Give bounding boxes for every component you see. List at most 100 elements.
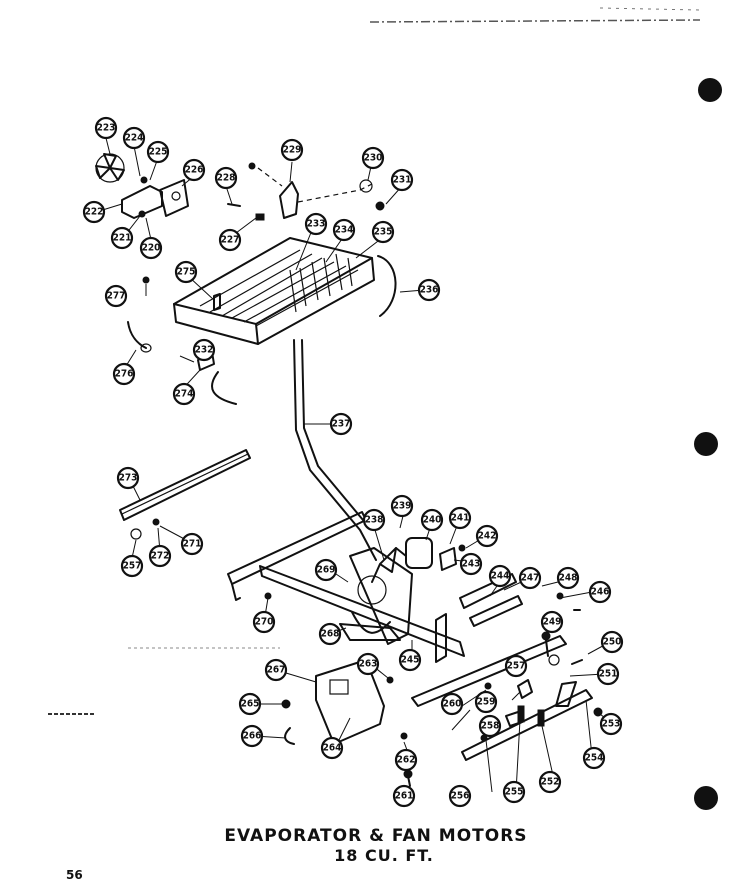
- callout-247: 247: [518, 566, 542, 590]
- svg-text:227: 227: [221, 235, 240, 246]
- svg-text:256: 256: [451, 791, 470, 802]
- svg-text:236: 236: [420, 285, 439, 296]
- callout-238: 238: [362, 508, 386, 532]
- svg-text:226: 226: [185, 165, 204, 176]
- svg-text:257: 257: [507, 661, 526, 672]
- callout-231: 231: [390, 168, 414, 192]
- callout-255: 255: [502, 780, 526, 804]
- callout-236: 236: [417, 278, 441, 302]
- callout-246: 246: [588, 580, 612, 604]
- callout-233: 233: [304, 212, 328, 236]
- callout-228: 228: [214, 166, 238, 190]
- svg-text:231: 231: [393, 175, 412, 186]
- parts-drawing: [95, 153, 603, 787]
- callout-269: 269: [314, 558, 338, 582]
- callout-234: 234: [332, 218, 356, 242]
- svg-text:253: 253: [602, 719, 621, 730]
- motor-bracket-part: [121, 185, 163, 219]
- page-number: 56: [66, 868, 83, 882]
- svg-text:230: 230: [364, 153, 383, 164]
- callout-277: 277: [104, 284, 128, 308]
- svg-text:245: 245: [401, 655, 420, 666]
- svg-text:276: 276: [115, 369, 134, 380]
- binder-hole-middle: [694, 432, 718, 456]
- callout-222: 222: [82, 200, 106, 224]
- callout-243: 243: [459, 552, 483, 576]
- callout-232: 232: [192, 338, 216, 362]
- tubing-part: [293, 339, 377, 561]
- callout-262: 262: [394, 748, 418, 772]
- svg-text:237: 237: [332, 419, 351, 430]
- callout-240: 240: [420, 508, 444, 532]
- svg-text:232: 232: [195, 345, 214, 356]
- callout-224: 224: [122, 126, 146, 150]
- fan-bracket-part: [279, 181, 299, 219]
- callout-263: 263: [356, 652, 380, 676]
- callout-245: 245: [398, 648, 422, 672]
- callout-254: 254: [582, 746, 606, 770]
- svg-text:277: 277: [107, 291, 126, 302]
- svg-text:223: 223: [97, 123, 116, 134]
- fan-blade-part: [95, 153, 125, 183]
- diagram-subtitle: 18 CU. FT.: [334, 846, 434, 865]
- svg-text:246: 246: [591, 587, 610, 598]
- svg-text:225: 225: [149, 147, 168, 158]
- callout-272: 272: [148, 544, 172, 568]
- callout-227: 227: [218, 228, 242, 252]
- svg-text:233: 233: [307, 219, 326, 230]
- callout-261: 261: [392, 784, 416, 808]
- svg-text:248: 248: [559, 573, 578, 584]
- callout-257-rail: 257: [120, 554, 144, 578]
- motor-part: [159, 179, 189, 217]
- callout-252: 252: [538, 770, 562, 794]
- callout-274: 274: [172, 382, 196, 406]
- svg-text:259: 259: [477, 697, 496, 708]
- callout-244: 244: [488, 564, 512, 588]
- svg-text:228: 228: [217, 173, 236, 184]
- callout-221: 221: [110, 226, 134, 250]
- callout-275: 275: [174, 260, 198, 284]
- svg-text:221: 221: [113, 233, 132, 244]
- svg-text:274: 274: [175, 389, 194, 400]
- evaporator-part: [173, 237, 397, 405]
- svg-text:243: 243: [462, 559, 481, 570]
- callout-250: 250: [600, 630, 624, 654]
- callout-264: 264: [320, 736, 344, 760]
- svg-text:255: 255: [505, 787, 524, 798]
- callout-260: 260: [440, 692, 464, 716]
- fan-motor-part: [371, 537, 466, 583]
- callout-257-frame: 257: [504, 654, 528, 678]
- svg-text:269: 269: [317, 565, 336, 576]
- svg-text:222: 222: [85, 207, 104, 218]
- callout-237: 237: [329, 412, 353, 436]
- svg-text:262: 262: [397, 755, 416, 766]
- svg-text:250: 250: [603, 637, 622, 648]
- callout-251: 251: [596, 662, 620, 686]
- callout-235: 235: [371, 220, 395, 244]
- callout-271: 271: [180, 532, 204, 556]
- scan-artifacts: [48, 7, 722, 810]
- callout-273: 273: [116, 466, 140, 490]
- svg-text:252: 252: [541, 777, 560, 788]
- svg-text:238: 238: [365, 515, 384, 526]
- svg-text:257: 257: [123, 561, 142, 572]
- rail-part: [119, 449, 251, 540]
- callout-248: 248: [556, 566, 580, 590]
- svg-text:244: 244: [491, 571, 510, 582]
- svg-text:263: 263: [359, 659, 378, 670]
- callout-230: 230: [361, 146, 385, 170]
- svg-text:254: 254: [585, 753, 604, 764]
- svg-text:241: 241: [451, 513, 470, 524]
- diagram-title: EVAPORATOR & FAN MOTORS: [224, 826, 528, 846]
- callout-267: 267: [264, 658, 288, 682]
- svg-text:249: 249: [543, 617, 562, 628]
- svg-text:265: 265: [241, 699, 260, 710]
- svg-text:234: 234: [335, 225, 354, 236]
- callout-220: 220: [139, 236, 163, 260]
- svg-text:242: 242: [478, 531, 497, 542]
- svg-text:247: 247: [521, 573, 540, 584]
- binder-hole-bottom: [694, 786, 718, 810]
- svg-text:273: 273: [119, 473, 138, 484]
- svg-text:220: 220: [142, 243, 161, 254]
- callout-259: 259: [474, 690, 498, 714]
